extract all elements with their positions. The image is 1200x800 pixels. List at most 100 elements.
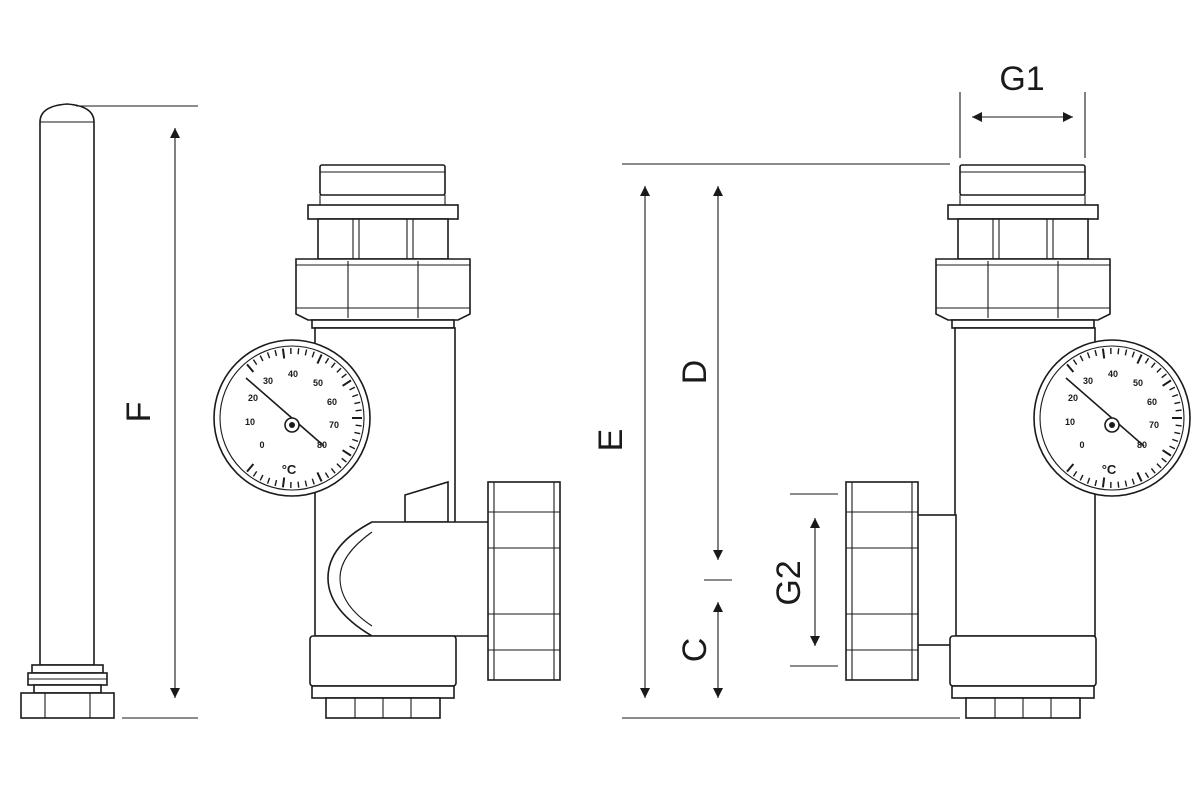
dial-tick: [246, 363, 255, 373]
dial-tick: [1172, 393, 1179, 398]
dial-tick: [266, 352, 271, 359]
dial-tick: [1086, 477, 1091, 484]
dial-label-70: 70: [1149, 420, 1159, 430]
dial-needle-right: [1065, 377, 1145, 447]
dial-tick: [1094, 349, 1098, 357]
dial-tick: [316, 354, 323, 365]
dial-tick: [1175, 424, 1182, 427]
dial-tick: [1066, 363, 1075, 373]
dial-tick: [1094, 479, 1098, 487]
dial-tick: [252, 359, 258, 365]
dial-label-10: 10: [245, 417, 255, 427]
dimension-f: [76, 105, 198, 719]
dial-tick: [1162, 379, 1172, 387]
dial-tick: [1117, 481, 1120, 488]
dial-tick: [1161, 457, 1167, 463]
dial-tick: [355, 424, 362, 427]
dimension-label-g1: G1: [999, 60, 1044, 98]
dial-label-40: 40: [1108, 369, 1118, 379]
dial-tick: [342, 379, 352, 387]
dimension-label-f: F: [120, 402, 158, 423]
dial-tick: [281, 348, 286, 359]
dial-tick: [1162, 449, 1172, 457]
dial-tick: [1072, 471, 1078, 477]
dial-tick: [1144, 357, 1150, 364]
dial-tick: [1079, 355, 1084, 362]
dial-tick: [1161, 373, 1167, 379]
dial-tick: [1131, 351, 1135, 358]
sensor-probe: [20, 103, 115, 719]
dial-label-20: 20: [248, 393, 258, 403]
dial-tick: [274, 479, 278, 487]
dial-tick: [1175, 409, 1182, 412]
dial-label-20: 20: [1068, 393, 1078, 403]
dial-tick: [274, 349, 278, 357]
dial-tick: [1072, 359, 1078, 365]
dial-needle-left: [245, 377, 325, 447]
dimension-label-e: E: [592, 429, 630, 452]
dial-tick: [311, 351, 315, 358]
dial-label-30: 30: [263, 376, 273, 386]
dial-ticks-left: [246, 347, 362, 489]
dial-label-0: 0: [1079, 440, 1084, 450]
dial-tick: [1150, 362, 1156, 369]
dimension-g1: [959, 92, 1086, 158]
dial-label-0: 0: [259, 440, 264, 450]
dial-tick: [1174, 431, 1181, 435]
dial-tick: [1101, 477, 1106, 488]
dial-tick: [1117, 348, 1120, 355]
dial-tick: [1124, 349, 1128, 356]
dial-tick: [1066, 463, 1075, 473]
dial-label-70: 70: [329, 420, 339, 430]
dimension-d: [704, 186, 732, 581]
dial-tick: [349, 445, 356, 450]
dial-tick: [1169, 386, 1176, 391]
dial-tick: [311, 478, 315, 485]
dial-label-30: 30: [1083, 376, 1093, 386]
dial-tick: [304, 480, 308, 487]
dial-tick: [1086, 352, 1091, 359]
thermometer-right: 0 10 20 30 40 50 60 70 80 °C: [1033, 339, 1191, 497]
dial-tick: [1144, 472, 1150, 479]
dimension-label-c: C: [676, 638, 714, 663]
dial-tick: [336, 367, 342, 373]
dial-tick: [1079, 474, 1084, 481]
dial-tick: [259, 355, 264, 362]
dial-tick: [1174, 401, 1181, 405]
dial-tick: [349, 386, 356, 391]
dial-tick: [252, 471, 258, 477]
dial-tick: [304, 349, 308, 356]
dial-tick: [1156, 463, 1162, 469]
dial-tick: [355, 409, 362, 412]
dial-tick: [352, 393, 359, 398]
dial-label-60: 60: [1147, 397, 1157, 407]
dial-tick: [1131, 478, 1135, 485]
dial-tick: [1124, 480, 1128, 487]
dial-label-10: 10: [1065, 417, 1075, 427]
dial-tick: [354, 401, 361, 405]
dial-tick: [330, 362, 336, 369]
dial-tick: [297, 348, 300, 355]
thermometer-left: 0 10 20 30 40 50 60 70 80 °C: [213, 339, 371, 497]
dimension-label-d: D: [676, 360, 714, 385]
dial-tick: [259, 474, 264, 481]
dial-tick: [1136, 354, 1143, 365]
dial-tick: [1156, 367, 1162, 373]
dial-tick: [316, 471, 323, 482]
dial-label-50: 50: [1133, 378, 1143, 388]
dial-tick: [354, 431, 361, 435]
dial-tick: [246, 463, 255, 473]
dial-ticks-right: [1066, 347, 1182, 489]
dial-label-60: 60: [327, 397, 337, 407]
dial-tick: [1150, 467, 1156, 474]
dial-tick: [266, 477, 271, 484]
dial-tick: [1101, 348, 1106, 359]
dial-tick: [342, 449, 352, 457]
dial-label-50: 50: [313, 378, 323, 388]
dial-tick: [1172, 438, 1179, 443]
dial-tick: [341, 373, 347, 379]
dial-tick: [352, 438, 359, 443]
dimension-label-g2: G2: [770, 560, 808, 605]
dial-unit: °C: [282, 462, 297, 477]
